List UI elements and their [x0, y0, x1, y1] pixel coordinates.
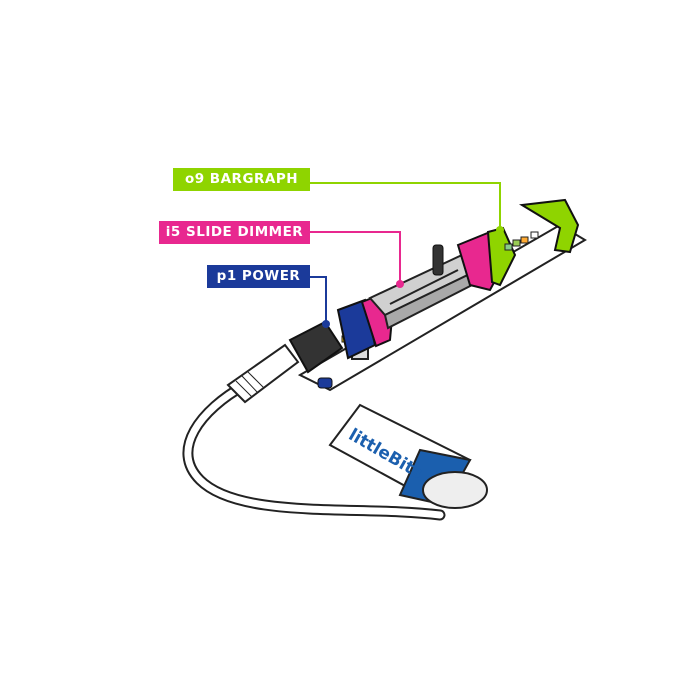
label-bargraph: o9 BARGRAPH	[173, 168, 310, 191]
slider-knob[interactable]	[432, 244, 444, 276]
dimmer-leader-line	[310, 231, 401, 284]
label-power: p1 POWER	[207, 265, 310, 288]
barrel-connector	[226, 320, 344, 404]
power-leader-line	[310, 276, 327, 324]
bargraph-leader-line	[310, 182, 501, 230]
battery-9v	[328, 403, 488, 509]
bargraph-end-cap	[518, 198, 580, 254]
label-slide-dimmer: i5 SLIDE DIMMER	[159, 221, 310, 244]
